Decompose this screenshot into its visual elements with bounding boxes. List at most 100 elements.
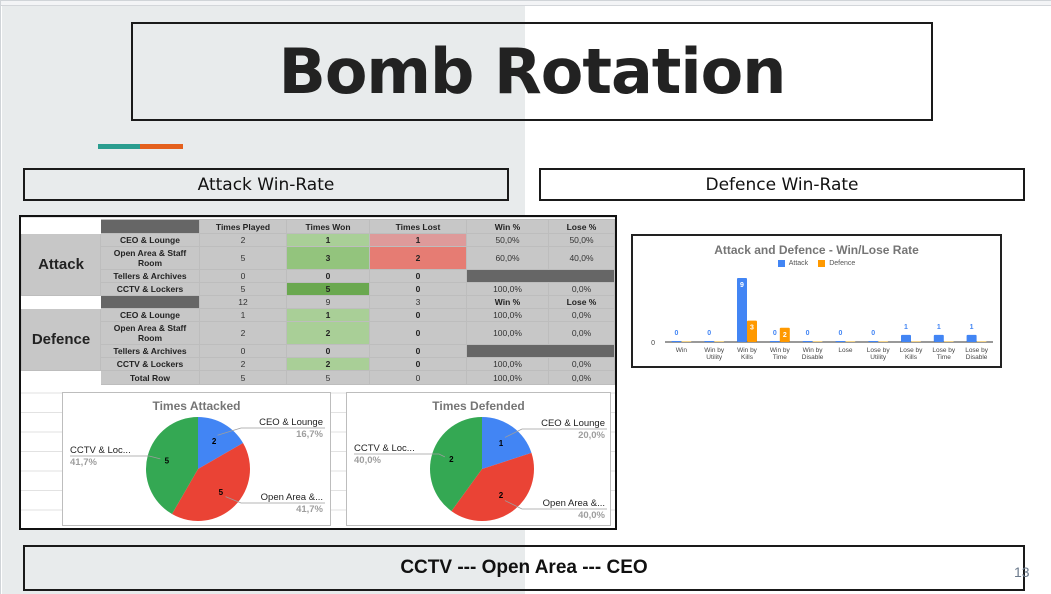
bar-value-label: 1 (937, 324, 941, 331)
pie-leader-line (354, 453, 446, 458)
col-header: Win % (466, 219, 549, 234)
rotation-footer: CCTV --- Open Area --- CEO (23, 545, 1025, 591)
pie-slice-label: CEO & Lounge (259, 417, 323, 428)
x-tick-label: Lose (838, 347, 852, 354)
pie-slice-percent: 20,0% (578, 430, 605, 441)
pie-leader-line (225, 496, 325, 504)
y-tick-label: 0 (651, 340, 655, 347)
table-row: CCTV & Lockers 5 5 0 100,0% 0,0% (22, 282, 615, 296)
bar-attack (769, 341, 780, 342)
pie-slice-value: 2 (499, 491, 504, 500)
bar-defence (779, 327, 790, 342)
legend-swatch-defence (818, 260, 826, 267)
table-header-row: Times Played Times Won Times Lost Win % … (21, 219, 615, 234)
accent-bar-orange (140, 144, 183, 149)
bar-value-label: 9 (740, 282, 744, 289)
bar-value-label: 0 (838, 330, 842, 337)
pie-slice-value: 5 (165, 457, 170, 466)
bar-attack (966, 334, 977, 342)
bar-attack (671, 341, 682, 342)
pie-slice-value: 1 (499, 439, 504, 448)
bar-defence (976, 341, 987, 342)
total-row: Total Row 5 5 0 100,0% 0,0% (21, 370, 615, 385)
bar-attack (737, 278, 747, 342)
legend-item-defence: Defence (818, 260, 855, 267)
bar-defence (714, 341, 725, 342)
page-number: 13 (1014, 564, 1030, 580)
col-header: Lose % (548, 219, 615, 234)
legend-item-attack: Attack (777, 260, 808, 267)
bar-defence (747, 320, 757, 342)
pie-slice-percent: 41,7% (296, 504, 323, 515)
table-row: Attack CEO & Lounge 2 1 1 50,0% 50,0% (21, 233, 615, 296)
pie-slice-label: CCTV & Loc... (70, 445, 131, 456)
attack-side-label: Attack (21, 233, 101, 296)
top-strip (1, 1, 1051, 6)
bar-defence (845, 341, 856, 342)
bar-attack (933, 334, 944, 342)
pie-slice (451, 452, 534, 521)
bar-value-label: 2 (783, 332, 787, 339)
slide-title: Bomb Rotation (278, 35, 787, 108)
pie-leader-line (504, 428, 607, 438)
legend-swatch-attack (777, 260, 785, 267)
bar-attack (802, 341, 813, 342)
bar-value-label: 0 (773, 330, 777, 337)
bar-defence (943, 341, 954, 342)
bar-attack (868, 341, 879, 342)
pie-title: Times Attacked (152, 399, 241, 413)
pie-slice-percent: 40,0% (354, 455, 381, 466)
bar-value-label: 1 (904, 324, 908, 331)
win-lose-rate-chart: Attack and Defence - Win/Lose Rate Attac… (631, 234, 1002, 368)
stats-table: Times Played Times Won Times Lost Win % … (21, 219, 615, 385)
bar-value-label: 1 (970, 324, 974, 331)
defence-side-label: Defence (21, 308, 101, 371)
bar-chart-title: Attack and Defence - Win/Lose Rate (714, 243, 919, 257)
pie-slice-label: CCTV & Loc... (354, 443, 415, 454)
pie-slice-value: 2 (212, 437, 217, 446)
defence-header: Defence Win-Rate (539, 168, 1025, 201)
col-header: Times Won (286, 219, 370, 234)
bar-value-label: 0 (674, 330, 678, 337)
table-row: Tellers & Archives 0 0 0 (22, 269, 615, 283)
pie-slice-value: 5 (219, 488, 224, 497)
bar-value-label: 3 (750, 325, 754, 332)
pie-slice (430, 417, 482, 512)
bar-attack (835, 341, 846, 342)
col-header: Times Played (199, 219, 287, 234)
pie-slice-percent: 16,7% (296, 429, 323, 440)
pie-title: Times Defended (432, 399, 525, 413)
pie-slice-label: Open Area &... (543, 498, 605, 509)
table-row: CCTV & Lockers 2 2 0 100,0% 0,0% (22, 357, 615, 371)
bar-value-label: 0 (707, 330, 711, 337)
pie-slice (172, 443, 251, 521)
table-row: Tellers & Archives 0 0 0 (22, 344, 615, 358)
col-header: Times Lost (369, 219, 467, 234)
pie-slice (198, 417, 244, 469)
bar-value-label: 0 (806, 330, 810, 337)
empty-pct-cell (466, 269, 615, 283)
bar-defence (681, 341, 692, 342)
attack-header: Attack Win-Rate (23, 168, 509, 201)
empty-pct-cell (466, 344, 615, 358)
pie-leader-line (70, 455, 161, 460)
bar-defence (911, 341, 921, 342)
bar-defence (878, 341, 889, 342)
table-row: Open Area & Staff Room 2 2 0 100,0% 0,0% (22, 321, 615, 345)
bar-defence (812, 341, 823, 342)
pie-leader-line (217, 427, 325, 436)
chart-legend: Attack Defence (633, 260, 1000, 267)
bar-value-label: 0 (871, 330, 875, 337)
attack-totals-row: 12 9 3 Win % Lose % (21, 295, 615, 309)
bar-attack (901, 334, 911, 342)
pie-slice (482, 417, 532, 469)
table-row: Open Area & Staff Room 5 3 2 60,0% 40,0% (22, 246, 615, 270)
